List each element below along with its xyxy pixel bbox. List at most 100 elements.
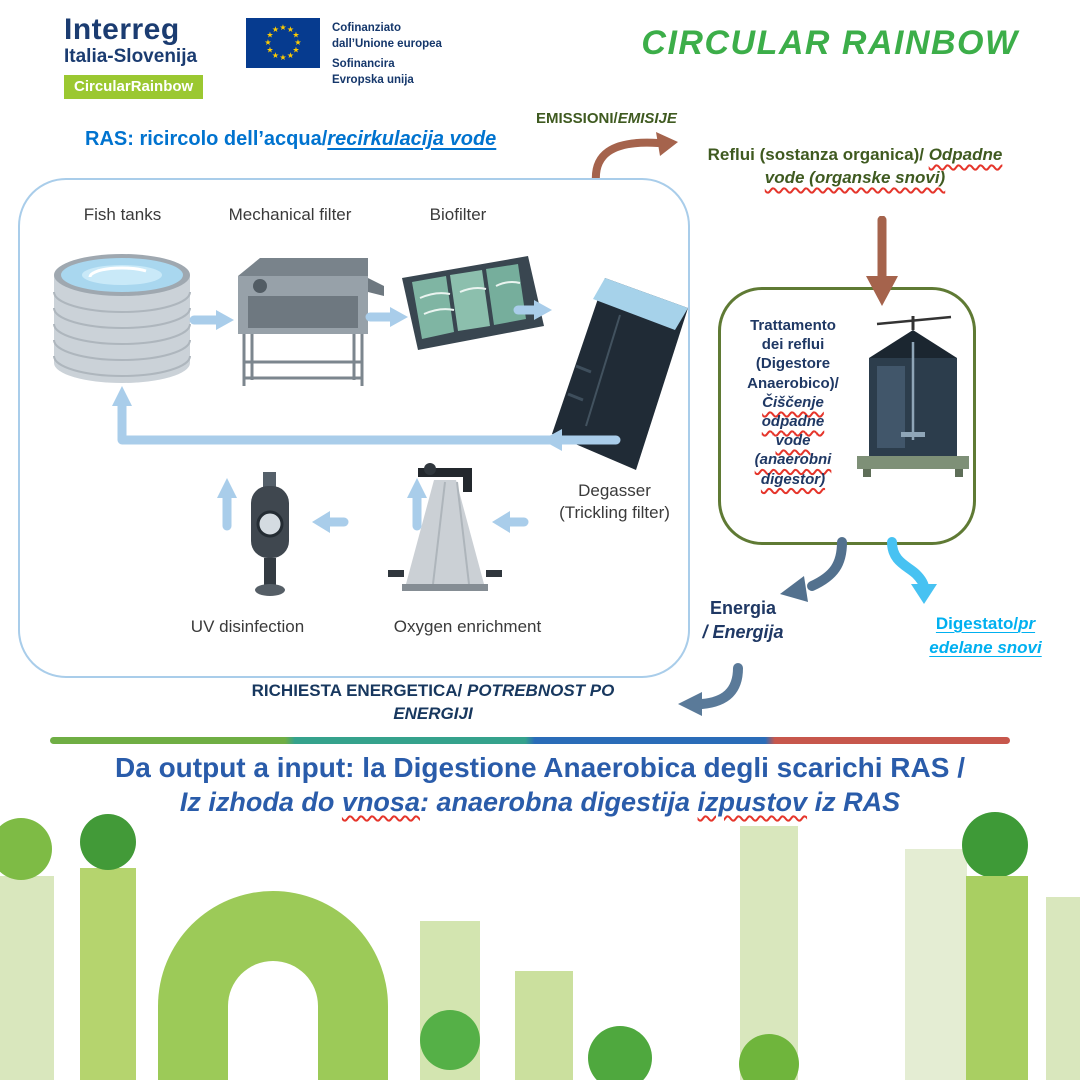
decorative-shape: [0, 818, 52, 880]
svg-text:★: ★: [287, 25, 294, 34]
digestate-label: Digestato/pr edelane snovi: [908, 612, 1063, 660]
anaerobic-digester-illustration: [857, 315, 969, 477]
eu-funding-text: Cofinanziato dall’Unione europea Sofinan…: [332, 21, 442, 88]
digester-caption-line: (Digestore: [755, 355, 831, 373]
reflui-main: Reflui (sostanza organica)/: [707, 145, 929, 164]
eu-funding-line: Sofinancira: [332, 58, 395, 71]
label-mechanical-filter: Mechanical filter: [228, 205, 352, 224]
footer-line2-part: Iz izhoda do: [179, 787, 342, 817]
energy-demand-label: RICHIESTA ENERGETICA/ POTREBNOST PO ENER…: [248, 680, 618, 726]
digestate-arrow-icon: [887, 537, 937, 604]
page-title: CIRCULAR RAINBOW: [641, 24, 1019, 62]
label-oxygen-enrichment: Oxygen enrichment: [393, 617, 542, 636]
emissions-main: EMISSIONI/: [536, 110, 618, 127]
eu-funding-line: dall’Unione europea: [332, 37, 442, 50]
decorative-shape: [80, 814, 136, 870]
eu-funding-line: Cofinanziato: [332, 22, 401, 34]
flow-arrows: [112, 300, 621, 533]
footer-line2-word: vnosa: [341, 787, 420, 817]
digester-caption-line: dei reflui: [761, 336, 825, 354]
digester-box: Trattamento dei reflui (Digestore Anaero…: [718, 287, 976, 545]
oxygen-enrichment-illustration: [388, 463, 502, 591]
energy-arrow-icon: [780, 537, 847, 602]
interreg-logo: Interreg Italia-Slovenija CircularRainbo…: [64, 13, 204, 99]
svg-text:★: ★: [266, 31, 273, 40]
decorative-shape: [420, 1010, 480, 1070]
digestate-bold: Digestato/: [935, 614, 1019, 633]
svg-text:★: ★: [264, 38, 271, 47]
svg-text:★: ★: [292, 31, 299, 40]
decorative-shape: [740, 826, 798, 1080]
svg-text:★: ★: [294, 38, 301, 47]
eu-funding-line: Evropska unija: [332, 73, 414, 86]
svg-text:★: ★: [272, 25, 279, 34]
digester-caption-line: Trattamento: [750, 317, 836, 334]
footer-title-line2: Iz izhoda do vnosa: anaerobna digestija …: [0, 787, 1080, 818]
influent-arrow-icon: [866, 216, 898, 306]
label-fish-tanks: Fish tanks: [83, 205, 162, 224]
svg-text:★: ★: [279, 23, 286, 32]
fish-tank-illustration: [53, 254, 191, 383]
energy-label-line1: Energia: [709, 598, 777, 618]
energy-label: Energia / Energija: [688, 596, 798, 645]
label-degasser: Degasser (Trickling filter): [532, 480, 697, 524]
digester-caption-line: digestor): [760, 470, 826, 488]
mechanical-filter-illustration: [238, 258, 384, 386]
footer-line2-word: izpustov: [697, 787, 808, 817]
emissions-italic: EMISIJE: [617, 110, 677, 127]
color-divider-bar: [50, 737, 1010, 744]
decorative-shape: [420, 921, 480, 1080]
uv-disinfection-illustration: [251, 472, 289, 596]
digestate-label-line2: edelane snovi: [929, 637, 1042, 657]
decorative-shape: [588, 1026, 652, 1080]
decorative-shape: [228, 961, 318, 1080]
ras-caption: RAS: ricircolo dell’acqua/recirkulacija …: [85, 128, 496, 151]
svg-text:★: ★: [279, 53, 286, 62]
svg-text:★: ★: [272, 51, 279, 60]
digestate-italic: pr: [1018, 614, 1036, 633]
biofilter-illustration: [402, 256, 544, 350]
decorative-shape: [0, 876, 54, 1080]
decorative-shape: [515, 971, 573, 1080]
svg-text:★: ★: [292, 46, 299, 55]
eu-flag-icon: ★★★ ★★★ ★★★ ★★★: [246, 18, 320, 68]
digester-caption-line: Anaerobico)/: [747, 374, 839, 392]
footer-title-line1: Da output a input: la Digestione Anaerob…: [115, 752, 965, 783]
reflui-italic: Odpadne vode (organske snovi): [764, 145, 1003, 187]
decorative-shape: [739, 1034, 799, 1080]
decorative-shape: [962, 812, 1028, 878]
svg-text:★: ★: [266, 46, 273, 55]
ras-flow-diagram: [53, 254, 688, 596]
decorative-shape: [80, 868, 136, 1080]
decorative-shape: [966, 876, 1028, 1080]
energy-demand-arrow-icon: [678, 663, 743, 716]
footer-line2-part: iz RAS: [807, 787, 901, 817]
degasser-illustration: [552, 278, 688, 470]
ras-caption-italic: recirkulacija vode: [327, 128, 497, 150]
decorative-shape: [905, 849, 967, 1080]
ras-system-box: Fish tanks Mechanical filter Biofilter: [18, 178, 690, 678]
digester-caption-line: vode: [775, 432, 811, 450]
digester-caption-line: Čiščenje: [762, 393, 824, 411]
decorative-shape: [158, 891, 388, 1080]
interreg-region: Italia-Slovenija: [64, 45, 198, 67]
digester-caption: Trattamento dei reflui (Digestore Anaero…: [733, 316, 853, 489]
ras-caption-main: RAS: ricircolo dell’acqua/: [85, 128, 328, 150]
label-uv-disinfection: UV disinfection: [190, 617, 305, 636]
emissions-arrow-icon: [591, 132, 678, 186]
energy-demand-main: RICHIESTA ENERGETICA/: [251, 681, 467, 700]
footer-line2-part: : anaerobna digestija: [419, 787, 698, 817]
svg-text:★: ★: [287, 51, 294, 60]
interreg-wordmark: Interreg: [64, 13, 180, 46]
label-biofilter: Biofilter: [429, 205, 487, 224]
digester-caption-line: (anaerobni: [754, 451, 832, 469]
reflui-caption: Reflui (sostanza organica)/ Odpadne vode…: [700, 144, 1010, 190]
energy-label-line2: / Energija: [702, 622, 784, 643]
energy-demand-italic: POTREBNOST PO ENERGIJI: [393, 681, 615, 723]
digester-caption-line: odpadne: [761, 412, 825, 430]
digestate-label-line1: Digestato/pr: [908, 612, 1063, 636]
label-degasser-line2: (Trickling filter): [559, 503, 670, 523]
label-degasser-line1: Degasser: [578, 481, 651, 500]
program-badge: CircularRainbow: [64, 74, 204, 99]
